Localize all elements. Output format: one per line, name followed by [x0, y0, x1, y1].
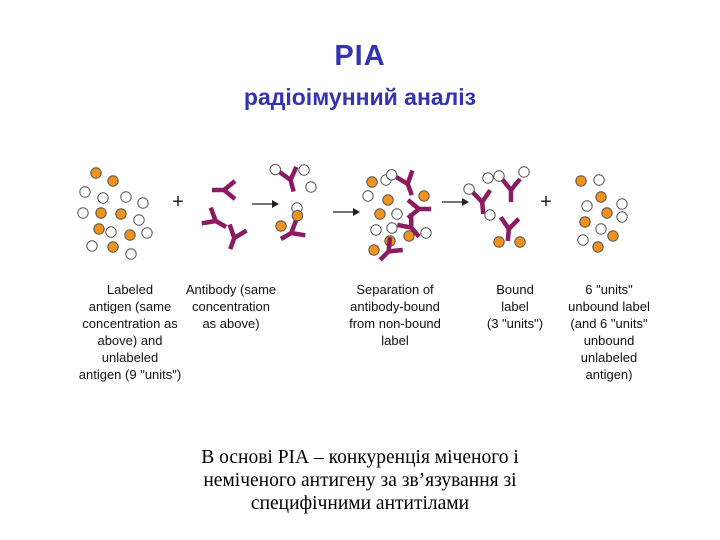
unlabeled-antigen-dot: [134, 215, 144, 225]
arrow-icon: [252, 200, 279, 208]
unlabeled-antigen-dot: [80, 187, 90, 197]
unlabeled-antigen-dot: [485, 210, 495, 220]
unlabeled-antigen-dot: [142, 228, 152, 238]
unlabeled-antigen-dot: [306, 182, 316, 192]
labeled-antigen-dot: [593, 242, 603, 252]
caption-line: above) and: [55, 332, 205, 349]
caption-antibody: Antibody (same concentration as above): [168, 281, 294, 332]
caption-line: antibody-bound: [330, 298, 460, 315]
caption-unbound: 6 "units" unbound label (and 6 "units" u…: [550, 281, 668, 383]
labeled-antigen-dot: [108, 176, 118, 186]
caption-line: 6 "units": [550, 281, 668, 298]
unlabeled-antigen-dot: [617, 212, 627, 222]
body-line: В основі РІА – конкуренція міченого і: [130, 446, 590, 469]
body-line: неміченого антигену за зв’язування зі: [130, 469, 590, 492]
unlabeled-antigen-dot: [494, 171, 504, 181]
unlabeled-antigen-dot: [98, 193, 108, 203]
labeled-antigen-dot: [608, 231, 618, 241]
caption-line: unbound: [550, 332, 668, 349]
labeled-antigen-dot: [94, 224, 104, 234]
labeled-antigen-dot: [96, 208, 106, 218]
caption-separation: Separation of antibody-bound from non-bo…: [330, 281, 460, 349]
labeled-antigen-dot: [367, 177, 377, 187]
antibody-icon: [212, 181, 235, 199]
unlabeled-antigen-dot: [126, 249, 136, 259]
unlabeled-antigen-dot: [138, 198, 148, 208]
plus-operator: +: [172, 191, 184, 213]
unlabeled-antigen-dot: [363, 191, 373, 201]
antibody-icon: [494, 171, 520, 202]
unlabeled-antigen-dot: [519, 167, 529, 177]
antibody-icon: [202, 208, 231, 235]
unlabeled-antigen-dot: [121, 192, 131, 202]
unlabeled-antigen-dot: [371, 225, 381, 235]
body-text: В основі РІА – конкуренція міченого і не…: [130, 446, 590, 515]
unlabeled-antigen-dot: [387, 223, 397, 233]
labeled-antigen-dot: [494, 237, 504, 247]
labeled-antigen-dot: [375, 209, 385, 219]
labeled-antigen-dot: [602, 208, 612, 218]
caption-line: unlabeled: [55, 349, 205, 366]
caption-line: as above): [168, 315, 294, 332]
antibody-icon: [269, 159, 302, 196]
antibody-icon: [222, 224, 247, 252]
labeled-antigen-dot: [91, 168, 101, 178]
caption-line: Separation of: [330, 281, 460, 298]
labeled-antigen-dot: [580, 217, 590, 227]
caption-line: unbound label: [550, 298, 668, 315]
unlabeled-antigen-dot: [582, 201, 592, 211]
caption-line: (and 6 "units": [550, 315, 668, 332]
unlabeled-antigen-dot: [106, 227, 116, 237]
unlabeled-antigen-dot: [299, 165, 309, 175]
arrow-icon: [442, 198, 469, 206]
unlabeled-antigen-dot: [392, 209, 402, 219]
unlabeled-antigen-dot: [578, 235, 588, 245]
labeled-antigen-dot: [108, 242, 118, 252]
unlabeled-antigen-dot: [594, 175, 604, 185]
unlabeled-antigen-dot: [421, 228, 431, 238]
labeled-antigen-dot: [116, 209, 126, 219]
labeled-antigen-dot: [369, 245, 379, 255]
caption-line: unlabeled: [550, 349, 668, 366]
labeled-antigen-dot: [515, 237, 525, 247]
caption-line: Antibody (same: [168, 281, 294, 298]
unlabeled-antigen-dot: [78, 208, 88, 218]
labeled-antigen-dot: [125, 230, 135, 240]
unlabeled-antigen-dot: [87, 241, 97, 251]
unlabeled-antigen-dot: [596, 224, 606, 234]
caption-line: antigen (9 "units"): [55, 366, 205, 383]
unlabeled-antigen-dot: [463, 183, 474, 194]
caption-line: concentration: [168, 298, 294, 315]
labeled-antigen-dot: [383, 195, 393, 205]
unlabeled-antigen-dot: [483, 173, 493, 183]
labeled-antigen-dot: [576, 176, 586, 186]
plus-operator: +: [540, 191, 552, 213]
labeled-antigen-dot: [419, 191, 429, 201]
unlabeled-antigen-dot: [617, 199, 627, 209]
labeled-antigen-dot: [276, 221, 286, 231]
body-line: специфічними антитілами: [130, 492, 590, 515]
caption-line: antigen): [550, 366, 668, 383]
caption-line: from non-bound: [330, 315, 460, 332]
labeled-antigen-dot: [596, 192, 606, 202]
caption-line: label: [330, 332, 460, 349]
arrow-icon: [333, 208, 360, 216]
